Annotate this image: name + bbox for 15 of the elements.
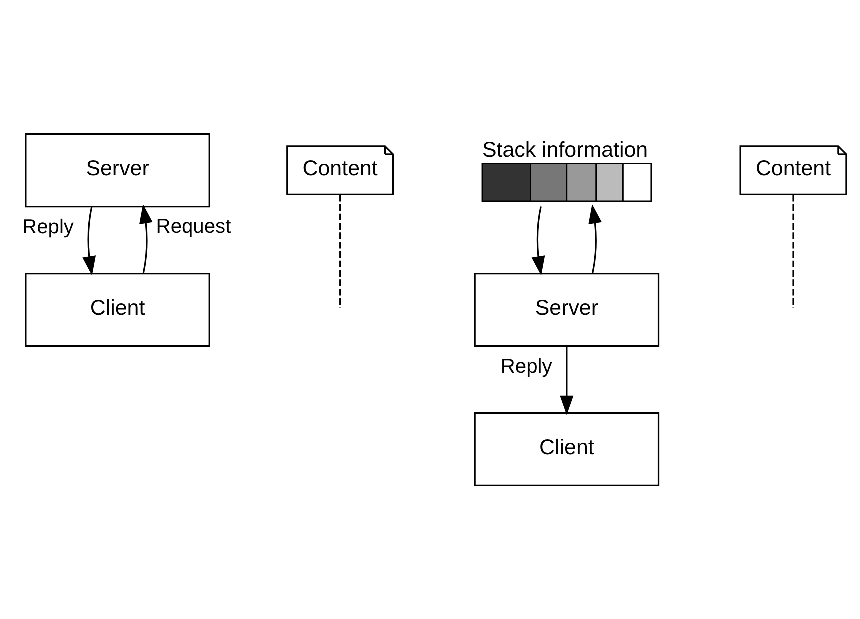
node-box: Client [474,412,660,486]
edge-label: Request [156,216,232,238]
node-box: Server [25,133,210,208]
node-box: Client [25,272,210,346]
edge-label: Reply [22,216,74,238]
edge-label: Reply [500,356,552,378]
arrow [139,204,153,274]
arrow [82,206,96,276]
arrow [560,346,574,415]
connector [792,194,794,308]
node-label: Stack information [482,137,648,162]
connector [340,194,342,308]
node-box: Server [474,272,660,346]
arrow [532,206,546,276]
arrow [588,204,602,274]
